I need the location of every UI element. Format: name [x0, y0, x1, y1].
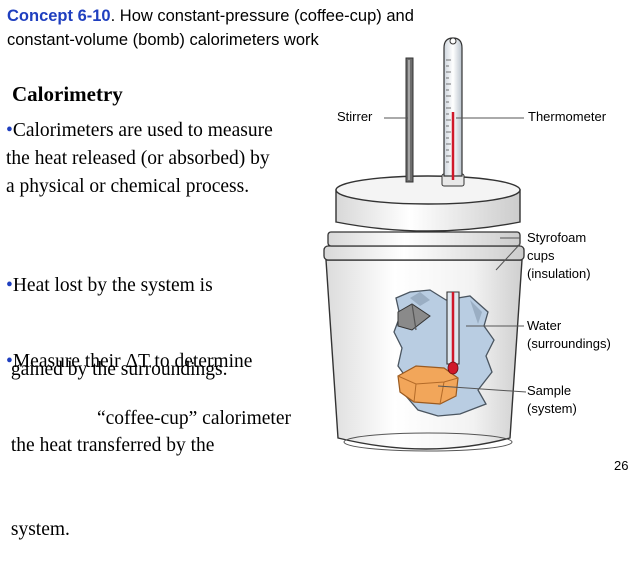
slide-header-line1: Concept 6-10. How constant-pressure (cof…	[7, 6, 414, 26]
label-thermometer: Thermometer	[528, 109, 607, 124]
label-cups-line-2: cups	[527, 248, 555, 263]
stirrer-blade	[397, 303, 431, 331]
label-sample-line-1: Sample	[527, 383, 572, 398]
bullet-2-line-2: gained by the surroundings.	[6, 359, 228, 380]
slide-header-line2: constant-volume (bomb) calorimeters work	[7, 31, 319, 49]
sample-block	[397, 365, 459, 405]
bullet-dot: •	[6, 351, 13, 372]
section-title: Calorimetry	[12, 82, 123, 106]
bullet-1-line-2: the heat released (or absorbed) by	[6, 148, 270, 169]
bullet-dot: •	[6, 120, 13, 141]
bullet-2: •Heat lost by the system is gained by th…	[6, 216, 228, 412]
cup-rim-bands	[323, 231, 525, 261]
label-water-line-1: Water	[527, 318, 562, 333]
label-stirrer: Stirrer	[337, 109, 373, 124]
leader-lines	[384, 117, 527, 393]
cup-lid	[335, 175, 521, 232]
label-sample: Sample (system)	[527, 382, 577, 418]
calorimeter-diagram	[323, 37, 527, 452]
stirrer-rod	[405, 57, 414, 183]
concept-label: Concept 6-10	[7, 7, 111, 25]
thermometer	[441, 37, 465, 375]
label-cups-line-1: Styrofoam	[527, 230, 587, 245]
bullet-1-line-1: Calorimeters are used to measure	[12, 120, 273, 141]
bullet-dot: •	[6, 275, 13, 296]
label-sample-line-2: (system)	[527, 401, 577, 416]
bullet-2-line-1: Heat lost by the system is	[12, 275, 213, 296]
bullet-1-line-3: a physical or chemical process.	[6, 176, 250, 197]
label-styrofoam-cups: Styrofoam cups (insulation)	[527, 229, 591, 283]
header-line1-text: . How constant-pressure (coffee-cup) and	[110, 7, 414, 25]
label-cups-line-3: (insulation)	[527, 266, 591, 281]
diagram-caption: “coffee-cup” calorimeter	[97, 408, 291, 429]
label-water: Water (surroundings)	[527, 317, 611, 353]
bullet-3-line-3: system.	[6, 519, 70, 540]
bullet-1: •Calorimeters are used to measure the he…	[6, 117, 273, 201]
label-water-line-2: (surroundings)	[527, 336, 611, 351]
bullet-3-line-1: Measure their ΔT to determine	[12, 351, 253, 372]
bullet-3-line-2: the heat transferred by the	[6, 435, 215, 456]
page-number: 26	[614, 458, 629, 473]
